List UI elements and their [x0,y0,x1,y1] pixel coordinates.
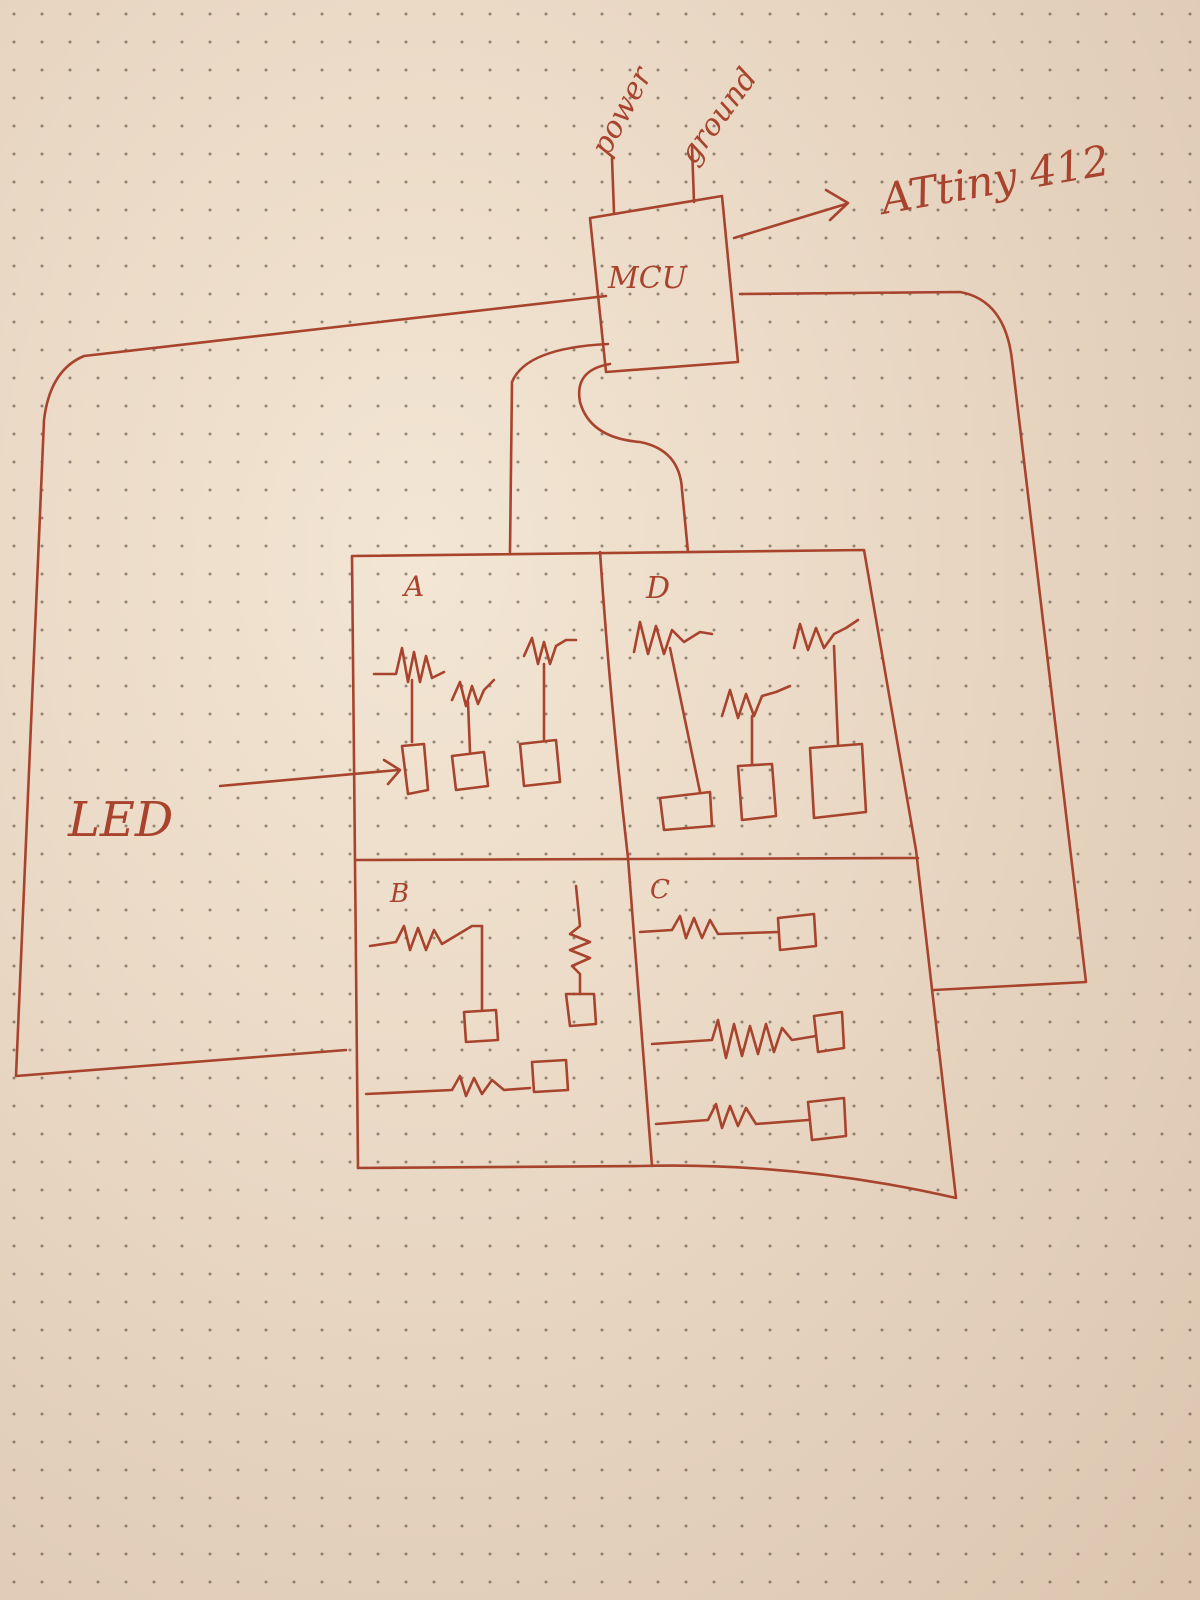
resistor [522,636,578,666]
resistor [654,1102,810,1130]
part-arrow [732,188,850,240]
left-loop-wire [14,294,608,1078]
section-c-label: C [650,875,670,905]
led-lead [466,700,472,754]
section-d-label: D [645,571,670,606]
mcu-label: MCU [607,261,689,296]
ground-lead [690,144,696,204]
led-pad [530,1058,570,1094]
resistor [638,914,780,940]
resistor [372,646,446,684]
resistor [364,1074,532,1098]
section-d [632,618,868,832]
led-lead [832,644,840,746]
wiring [14,290,1088,1078]
section-c [638,912,848,1142]
led-pad [462,1008,500,1044]
resistor [632,620,714,656]
section-a [372,636,578,796]
led-lead [668,646,702,794]
led-pad [658,790,714,832]
led-arrow [218,758,402,788]
section-a-label: A [401,570,424,603]
section-b [364,884,598,1098]
resistor [650,1018,818,1060]
resistor [568,884,592,996]
led-callout: LED [67,758,402,848]
power-lead [610,156,616,215]
panel-horizontal-divider [354,856,920,862]
led-pad [808,742,868,820]
led-pad [518,738,562,788]
led-pad [776,912,818,952]
mcu-to-panel-wire-1 [508,342,610,554]
right-loop-wire [738,290,1088,992]
led-pad [736,762,778,822]
panel-vertical-divider [598,550,654,1168]
led-pad [806,1096,848,1142]
resistor [450,678,496,708]
led-pad [450,750,490,792]
led-pad [564,992,598,1028]
section-b-label: B [389,879,409,909]
led-pad [400,742,430,796]
board-panel: A D B C [350,548,958,1200]
resistor [368,924,484,952]
panel-outline [350,548,958,1200]
led-pad [812,1010,846,1054]
mcu-to-panel-wire-2 [577,362,690,554]
led-label: LED [67,792,173,848]
resistor [720,684,792,720]
mcu-box [588,194,740,374]
resistor [792,618,860,652]
